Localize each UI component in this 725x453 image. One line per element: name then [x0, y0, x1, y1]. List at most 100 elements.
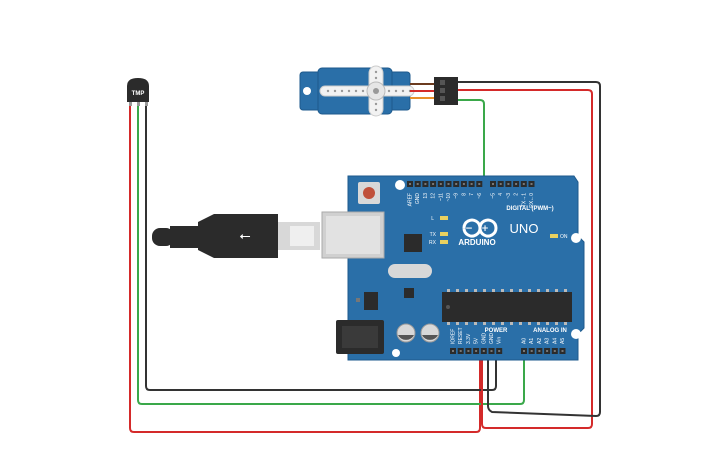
- smd-component-1: [356, 298, 360, 302]
- pin-label: A3: [545, 338, 551, 344]
- led-tx-label: TX: [430, 232, 437, 238]
- pin-label: GND: [489, 333, 495, 345]
- pin-label: A2: [537, 338, 543, 344]
- atmega-pin: [537, 322, 540, 325]
- atmega-pin: [492, 289, 495, 292]
- capacitor-1-marking: [398, 335, 414, 340]
- atmega-pin: [447, 322, 450, 325]
- pin-label: A0: [522, 338, 528, 344]
- pin-label: ~9: [454, 193, 460, 199]
- usb-cable-end: [152, 228, 174, 246]
- sensor-label: TMP: [132, 91, 145, 97]
- atmega-pin: [510, 289, 513, 292]
- crystal: [388, 264, 432, 278]
- led-rx: [440, 240, 448, 244]
- usb-plug-body: [198, 214, 278, 258]
- header-pin-socket: [459, 350, 462, 352]
- header-pin-socket: [523, 350, 525, 352]
- wire-tmp-gnd: [145, 104, 497, 391]
- wire-servo-signal: [456, 99, 485, 184]
- atmega-pin: [564, 322, 567, 325]
- pin-label: 12: [431, 193, 437, 199]
- pin-label: 2: [514, 193, 520, 196]
- pin-label: 8: [461, 193, 467, 196]
- sensor-leg-1: [129, 102, 132, 106]
- pin-label: TX→1: [521, 193, 527, 207]
- atmega-pin: [510, 322, 513, 325]
- analog-header-label: ANALOG IN: [533, 328, 567, 334]
- usb-icon: ⭠: [239, 228, 250, 244]
- atmega-pin: [447, 289, 450, 292]
- smd-chip: [404, 288, 414, 298]
- atmega-pin: [546, 289, 549, 292]
- wires: [129, 81, 601, 433]
- atmega-pin: [501, 289, 504, 292]
- header-pin-socket: [424, 183, 427, 185]
- pin-label: 7: [469, 193, 475, 196]
- header-pin-socket: [522, 183, 525, 185]
- pin-label: 4: [498, 193, 504, 196]
- header-pin-socket: [409, 183, 411, 185]
- sensor-leg-2: [137, 102, 140, 106]
- header-pin-socket: [467, 350, 470, 352]
- pin-label: A1: [529, 338, 535, 344]
- arduino-logo-minus: −: [465, 224, 473, 234]
- header-pin-socket: [553, 350, 556, 352]
- header-pin-socket: [561, 350, 564, 352]
- header-pin-socket: [490, 350, 493, 352]
- atmega-pin: [546, 322, 549, 325]
- usb-cable[interactable]: ⭠: [152, 214, 320, 258]
- mounting-hole-1: [395, 180, 405, 190]
- usb-plug-metal-inner: [290, 226, 314, 246]
- atmega-pins: [447, 289, 567, 325]
- usb-chip: [404, 234, 422, 252]
- atmega-pin: [555, 322, 558, 325]
- servo-connector: [434, 77, 458, 105]
- wire-servo-5v: [456, 89, 593, 429]
- header-pin-socket: [416, 183, 419, 185]
- wire-tmp-5v: [129, 104, 481, 433]
- arduino-logo-plus: +: [481, 224, 489, 234]
- atmega-pin: [465, 322, 468, 325]
- atmega-chip: [442, 292, 572, 322]
- atmega-pin: [465, 289, 468, 292]
- reset-button[interactable]: [363, 187, 375, 199]
- atmega-pin: [519, 322, 522, 325]
- pin-label: 5V: [474, 337, 480, 344]
- arduino-uno-board[interactable]: L TX RX ON − + ARDUINO UNO DIGITAL (PWM~…: [321, 175, 585, 361]
- pin-label: 13: [423, 193, 429, 199]
- pin-label: AREF: [408, 193, 414, 206]
- pin-label: GND: [481, 333, 487, 345]
- servo-motor[interactable]: [299, 65, 458, 117]
- atmega-pin: [483, 289, 486, 292]
- header-pin-socket: [482, 350, 485, 352]
- usb-cable-strain-relief: [170, 226, 200, 248]
- led-l-label: L: [431, 216, 434, 222]
- atmega-pin: [528, 322, 531, 325]
- atmega-pin: [474, 289, 477, 292]
- brand-label: ARDUINO: [458, 238, 495, 247]
- pin-label: ~6: [477, 193, 483, 199]
- atmega-pin: [528, 289, 531, 292]
- header-pin-socket: [452, 350, 454, 352]
- led-rx-label: RX: [429, 240, 437, 246]
- pin-label: 3.3V: [466, 333, 472, 344]
- sensor-body: [127, 78, 149, 102]
- capacitor-2-marking: [422, 335, 438, 340]
- atmega-pin: [519, 289, 522, 292]
- header-pin-socket: [462, 183, 465, 185]
- mounting-hole-2: [571, 233, 581, 243]
- header-pin-socket: [475, 350, 478, 352]
- pin-label: Vin: [497, 337, 503, 344]
- header-pin-socket: [492, 183, 494, 185]
- atmega-pin: [492, 322, 495, 325]
- power-header-label: POWER: [485, 328, 508, 334]
- header-pin-socket: [455, 183, 458, 185]
- atmega-pin: [537, 289, 540, 292]
- wire-tmp-signal: [137, 104, 525, 405]
- temperature-sensor[interactable]: TMP: [127, 78, 149, 106]
- atmega-pin: [564, 289, 567, 292]
- led-tx: [440, 232, 448, 236]
- wire-servo-gnd: [456, 81, 601, 418]
- led-on-label: ON: [560, 234, 568, 240]
